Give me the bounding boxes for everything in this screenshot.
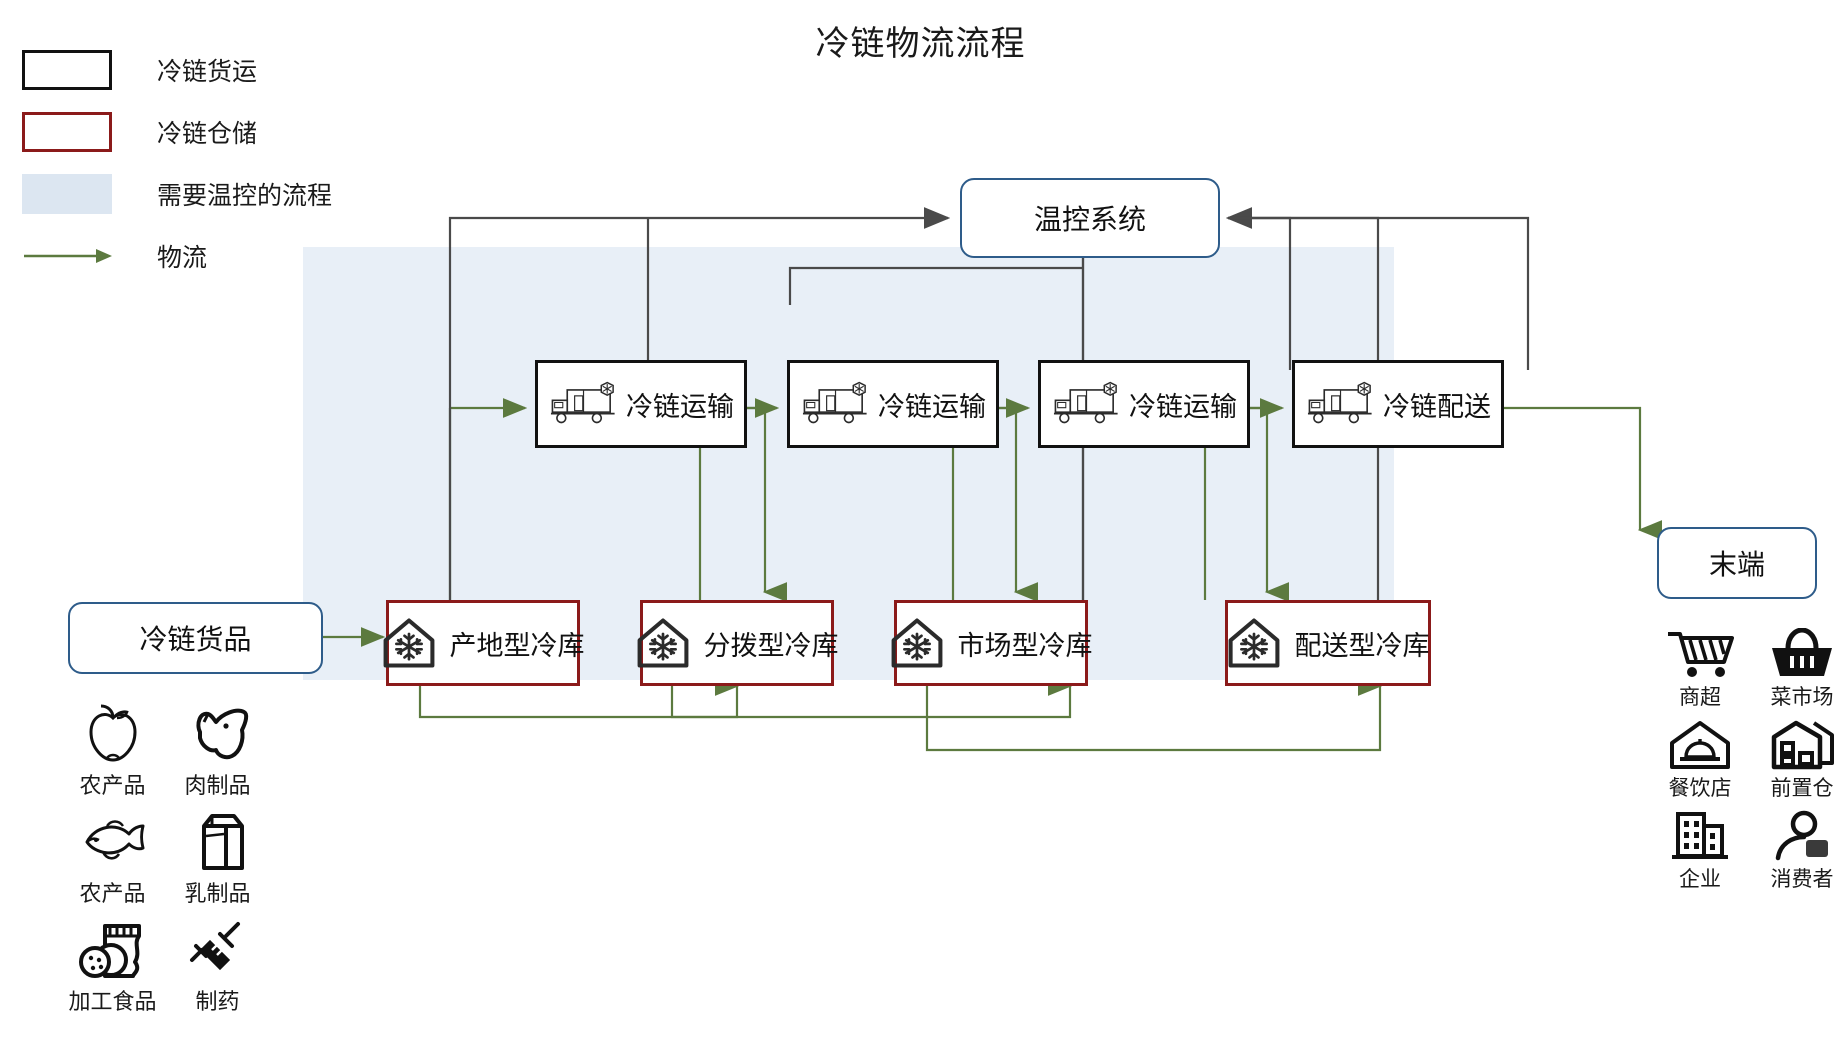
legend-swatch-logistics-arrow [22, 236, 112, 276]
goods-label: 乳制品 [184, 881, 251, 906]
terminal-label: 菜市场 [1770, 686, 1834, 709]
page-title: 冷链物流流程 [815, 25, 1026, 63]
node-transport-4-delivery[interactable]: 冷链配送 [1292, 360, 1504, 448]
shopping-basket-icon [1772, 628, 1832, 676]
node-terminal[interactable]: 末端 [1657, 527, 1817, 599]
snack-bag-icon [78, 924, 141, 978]
terminal-label: 餐饮店 [1668, 777, 1732, 800]
refrigerated-truck-icon [802, 381, 867, 424]
node-warehouse-delivery[interactable]: 配送型冷库 [1225, 600, 1431, 686]
goods-label: 制药 [195, 989, 240, 1014]
goods-item: 加工食品 [60, 916, 165, 1016]
node-temp-control-system[interactable]: 温控系统 [960, 178, 1220, 258]
apple-icon [88, 704, 137, 762]
legend-label-freight: 冷链货运 [157, 58, 258, 86]
goods-item: 制药 [165, 916, 270, 1016]
fish-icon [85, 820, 144, 860]
node-warehouse-distribution-label: 分拨型冷库 [703, 630, 839, 661]
legend: 冷链货运 冷链仓储 需要温控的流程 物流 [22, 48, 332, 278]
node-transport-2-label: 冷链运输 [878, 391, 986, 422]
node-transport-2[interactable]: 冷链运输 [787, 360, 999, 448]
node-warehouse-market-label: 市场型冷库 [957, 630, 1093, 661]
goods-label: 加工食品 [68, 989, 157, 1014]
terminal-item: 企业 [1652, 810, 1748, 893]
goods-label: 农产品 [79, 881, 146, 906]
legend-label-temp-zone: 需要温控的流程 [157, 182, 333, 210]
node-temp-control-system-label: 温控系统 [1033, 204, 1146, 235]
syringe-icon [189, 922, 240, 971]
node-transport-3[interactable]: 冷链运输 [1038, 360, 1250, 448]
refrigerated-truck-icon [1307, 381, 1372, 424]
pig-icon [195, 708, 248, 760]
node-terminal-label: 末端 [1708, 549, 1765, 580]
cold-storage-house-icon [1228, 618, 1279, 668]
legend-swatch-storage [22, 112, 112, 152]
node-warehouse-market[interactable]: 市场型冷库 [891, 600, 1093, 686]
node-transport-4-label: 冷链配送 [1383, 391, 1491, 422]
terminal-label: 商超 [1679, 686, 1721, 709]
node-goods-entry-label: 冷链货品 [139, 624, 252, 655]
terminal-label: 消费者 [1770, 868, 1834, 891]
terminal-label: 企业 [1679, 868, 1721, 891]
node-warehouse-distribution[interactable]: 分拨型冷库 [637, 600, 839, 686]
milk-carton-icon [201, 814, 244, 870]
legend-swatch-temp-zone [22, 174, 112, 214]
node-transport-1-label: 冷链运输 [626, 391, 734, 422]
goods-label: 农产品 [79, 773, 146, 798]
node-warehouse-delivery-label: 配送型冷库 [1294, 630, 1430, 661]
refrigerated-truck-icon [550, 381, 615, 424]
goods-category-grid: 农产品 肉制品 农产品 [60, 700, 270, 1016]
terminal-item: 前置仓 [1754, 719, 1841, 802]
goods-item: 肉制品 [165, 700, 270, 800]
legend-label-storage: 冷链仓储 [157, 120, 258, 148]
cold-storage-house-icon [891, 618, 942, 668]
terminal-item: 消费者 [1754, 810, 1841, 893]
node-warehouse-origin[interactable]: 产地型冷库 [383, 600, 585, 686]
terminal-label: 前置仓 [1770, 777, 1834, 800]
office-building-icon [1672, 812, 1728, 859]
restaurant-icon [1670, 721, 1730, 769]
goods-item: 农产品 [60, 808, 165, 908]
goods-label: 肉制品 [184, 773, 251, 798]
consumer-person-icon [1775, 810, 1828, 861]
node-transport-1[interactable]: 冷链运输 [535, 360, 747, 448]
refrigerated-truck-icon [1053, 381, 1118, 424]
shopping-cart-icon [1668, 632, 1734, 677]
goods-item: 农产品 [60, 700, 165, 800]
node-transport-3-label: 冷链运输 [1129, 391, 1237, 422]
front-warehouse-icon [1771, 720, 1834, 770]
node-warehouse-origin-label: 产地型冷库 [449, 630, 585, 661]
terminal-channel-grid: 商超 菜市场 餐饮店 [1652, 628, 1841, 893]
goods-item: 乳制品 [165, 808, 270, 908]
legend-swatch-freight [22, 50, 112, 90]
terminal-item: 商超 [1652, 628, 1748, 711]
terminal-item: 菜市场 [1754, 628, 1841, 711]
cold-storage-house-icon [383, 618, 434, 668]
terminal-item: 餐饮店 [1652, 719, 1748, 802]
cold-storage-house-icon [637, 618, 688, 668]
legend-label-logistics: 物流 [157, 244, 208, 272]
node-goods-entry[interactable]: 冷链货品 [68, 602, 323, 674]
